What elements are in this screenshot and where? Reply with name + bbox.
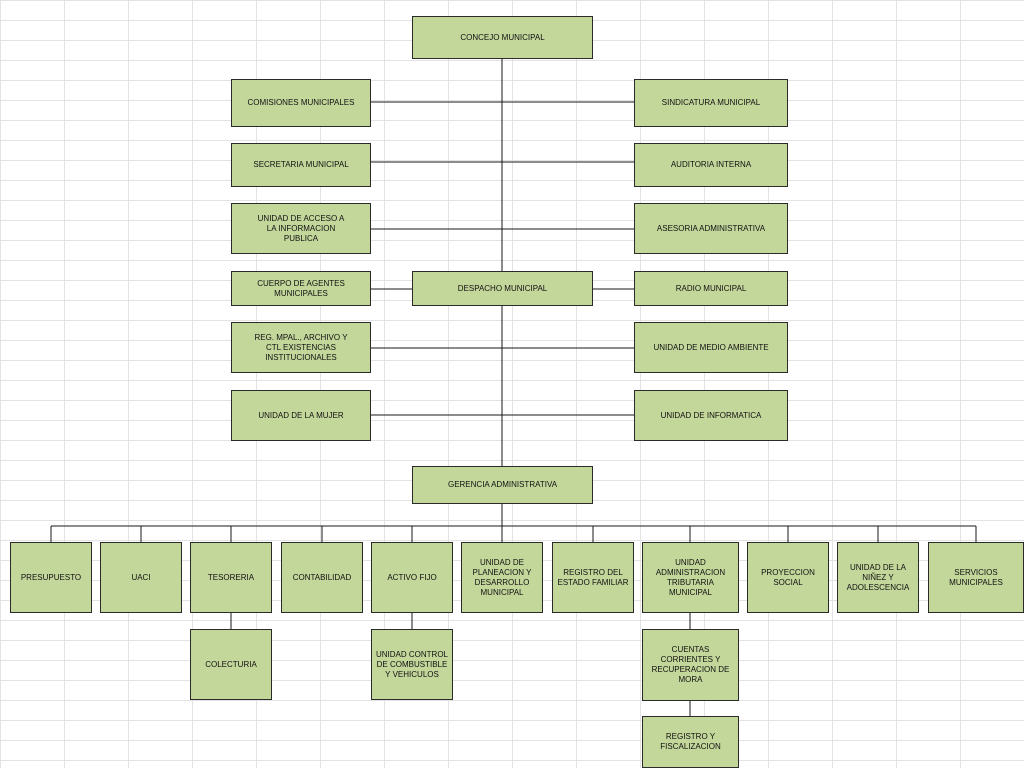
box-control-combustible: UNIDAD CONTROL DE COMBUSTIBLE Y VEHICULO…: [371, 629, 453, 700]
box-sindicatura-municipal: SINDICATURA MUNICIPAL: [634, 79, 788, 127]
box-activo-fijo: ACTIVO FIJO: [371, 542, 453, 613]
box-despacho-municipal: DESPACHO MUNICIPAL: [412, 271, 593, 306]
box-secretaria-municipal: SECRETARIA MUNICIPAL: [231, 143, 371, 187]
box-presupuesto: PRESUPUESTO: [10, 542, 92, 613]
box-radio-municipal: RADIO MUNICIPAL: [634, 271, 788, 306]
box-auditoria-interna: AUDITORIA INTERNA: [634, 143, 788, 187]
box-registro-fiscalizacion: REGISTRO Y FISCALIZACION: [642, 716, 739, 768]
box-uaci: UACI: [100, 542, 182, 613]
box-comisiones-municipales: COMISIONES MUNICIPALES: [231, 79, 371, 127]
box-medio-ambiente: UNIDAD DE MEDIO AMBIENTE: [634, 322, 788, 373]
box-cuerpo-agentes: CUERPO DE AGENTES MUNICIPALES: [231, 271, 371, 306]
box-acceso-informacion: UNIDAD DE ACCESO A LA INFORMACION PUBLIC…: [231, 203, 371, 254]
box-tesoreria: TESORERIA: [190, 542, 272, 613]
box-concejo-municipal: CONCEJO MUNICIPAL: [412, 16, 593, 59]
box-registro-estado-familiar: REGISTRO DEL ESTADO FAMILIAR: [552, 542, 634, 613]
box-asesoria-administrativa: ASESORIA ADMINISTRATIVA: [634, 203, 788, 254]
box-gerencia-administrativa: GERENCIA ADMINISTRATIVA: [412, 466, 593, 504]
box-cuentas-corrientes: CUENTAS CORRIENTES Y RECUPERACION DE MOR…: [642, 629, 739, 701]
box-registro-archivo: REG. MPAL., ARCHIVO Y CTL EXISTENCIAS IN…: [231, 322, 371, 373]
box-unidad-mujer: UNIDAD DE LA MUJER: [231, 390, 371, 441]
box-contabilidad: CONTABILIDAD: [281, 542, 363, 613]
box-ninez-adolescencia: UNIDAD DE LA NIÑEZ Y ADOLESCENCIA: [837, 542, 919, 613]
box-unidad-informatica: UNIDAD DE INFORMATICA: [634, 390, 788, 441]
box-planeacion-desarrollo: UNIDAD DE PLANEACION Y DESARROLLO MUNICI…: [461, 542, 543, 613]
box-administracion-tributaria: UNIDAD ADMINISTRACION TRIBUTARIA MUNICIP…: [642, 542, 739, 613]
box-proyeccion-social: PROYECCION SOCIAL: [747, 542, 829, 613]
box-servicios-municipales: SERVICIOS MUNICIPALES: [928, 542, 1024, 613]
box-colecturia: COLECTURIA: [190, 629, 272, 700]
